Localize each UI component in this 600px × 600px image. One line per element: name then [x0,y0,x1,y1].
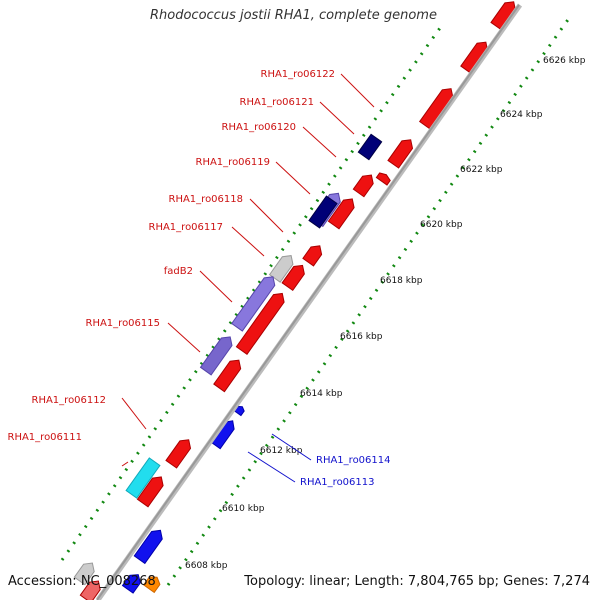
gene-ro06120[interactable] [357,133,383,161]
forward-gene[interactable] [490,0,519,31]
gene-label-upper[interactable]: RHA1_ro06119 [196,157,271,168]
gene-label-lower[interactable]: RHA1_ro06113 [300,477,375,488]
ruler-tick-label: 6620 kbp [420,220,463,230]
gene-label-upper[interactable]: RHA1_ro06118 [169,194,244,205]
gene-label-lower[interactable]: RHA1_ro06114 [316,455,391,466]
gene-label-callouts: RHA1_ro06111 RHA1_ro06112 RHA1_ro06115 fadB… [8,69,391,488]
forward-gene[interactable] [281,262,308,292]
ruler-tick-label: 6614 kbp [300,389,343,399]
gene-label-upper[interactable]: RHA1_ro06120 [222,122,297,133]
gene-features[interactable] [73,0,519,600]
gene-leader-line [121,397,147,430]
gene-leader-line [319,101,355,135]
gene-leader-line [199,270,233,303]
forward-gene[interactable] [327,195,357,230]
ruler-line-lower [166,13,574,586]
gene-ro06119[interactable] [308,195,338,229]
ruler-tick-label: 6618 kbp [380,276,423,286]
forward-gene[interactable] [235,290,287,355]
gene-leader-line [302,126,337,158]
gene-label-upper[interactable]: RHA1_ro06115 [86,318,161,329]
forward-gene[interactable] [136,473,166,508]
gene-leader-line [249,198,284,233]
gene-gray-bottom[interactable] [73,559,97,586]
ruler-tick-label: 6608 kbp [185,561,228,571]
gene-red-bottom[interactable] [79,577,103,600]
backbone-core [96,4,520,600]
ruler-tick-label: 6624 kbp [500,110,543,120]
gene-leader-line [121,461,129,467]
ruler-tick-label: 6626 kbp [543,56,586,66]
gene-label-upper[interactable]: RHA1_ro06121 [240,97,315,108]
gene-fadB2[interactable] [231,273,279,332]
ruler-tick-label: 6616 kbp [340,332,383,342]
gene-label-upper[interactable]: RHA1_ro06112 [32,395,107,406]
genome-backbone [95,3,523,600]
forward-gene[interactable] [165,436,194,469]
forward-gene[interactable] [375,171,391,186]
gene-leader-line [247,451,296,483]
accession-label: Accession: NC_008268 [8,574,156,589]
gene-leader-line [167,322,201,353]
gene-label-upper[interactable]: RHA1_ro06111 [8,432,83,443]
forward-gene[interactable] [302,242,325,267]
ruler-tick-label: 6612 kbp [260,446,303,456]
forward-gene[interactable] [352,171,376,198]
ruler-tick-label: 6622 kbp [460,165,503,175]
gene-ro06111-cyan[interactable] [125,457,161,499]
map-title: Rhodococcus jostii RHA1, complete genome [150,8,437,23]
ruler-tick-label: 6610 kbp [222,504,265,514]
gene-leader-line [275,161,311,195]
gene-leader-line [271,433,312,461]
ruler-tick-labels: 6608 kbp 6610 kbp 6612 kbp 6614 kbp 6616 kbp… [185,56,586,571]
forward-gene[interactable] [418,85,457,130]
forward-gene[interactable] [387,136,416,169]
gene-label-upper[interactable]: fadB2 [164,266,193,277]
forward-gene[interactable] [213,356,244,393]
gene-label-upper[interactable]: RHA1_ro06117 [149,222,224,233]
gene-ro06115[interactable] [199,333,236,376]
gene-leader-line [231,226,265,257]
gene-fadB2-gray[interactable] [268,252,297,283]
gene-label-upper[interactable]: RHA1_ro06122 [261,69,336,80]
gene-leader-line [340,73,375,108]
reverse-gene[interactable] [133,527,165,565]
reverse-gene[interactable] [121,571,143,594]
gene-orange[interactable] [142,574,163,594]
genome-summary: Topology: linear; Length: 7,804,765 bp; … [244,574,590,589]
